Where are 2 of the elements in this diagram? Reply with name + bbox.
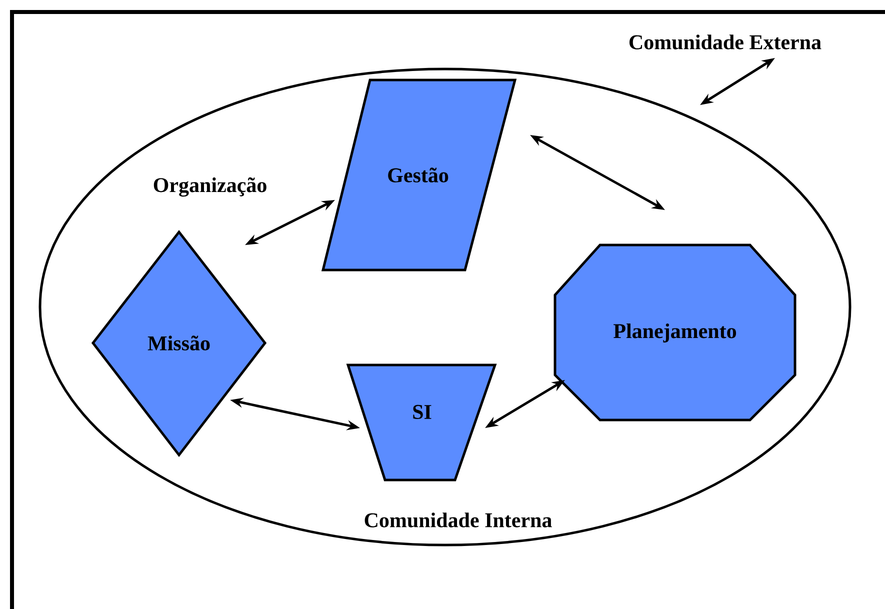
label-text: Organização [154,177,266,197]
label-text: Comunidade Externa [629,34,822,50]
